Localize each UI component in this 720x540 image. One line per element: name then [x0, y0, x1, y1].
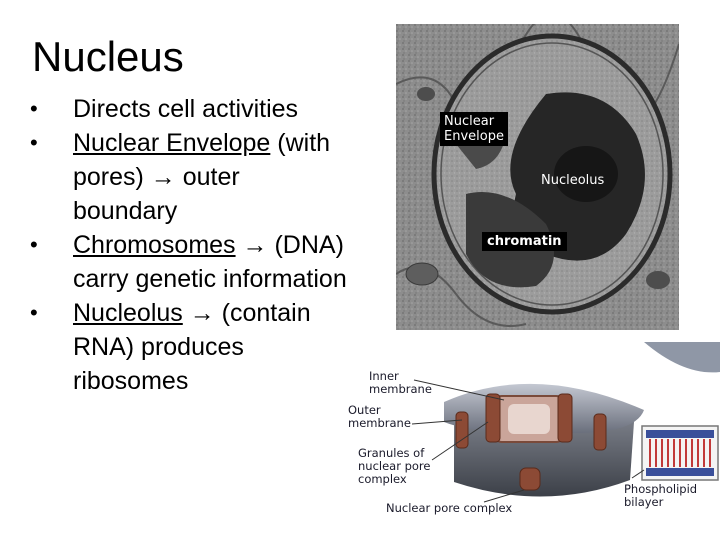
bullet-term: Nucleolus: [73, 299, 183, 327]
micrograph-image: [395, 12, 680, 330]
bullet-dot-icon: •: [30, 300, 38, 325]
bullet-dot-icon: •: [30, 96, 38, 121]
bullet-item: • Nuclear Envelope (with pores) → outer …: [30, 126, 350, 228]
bullet-text: → (DNA) carry genetic information: [73, 231, 347, 293]
bullet-item: • Chromosomes → (DNA) carry genetic info…: [30, 228, 350, 296]
bullet-item: • Nucleolus → (contain RNA) produces rib…: [30, 296, 350, 398]
nucleolus-label: Nucleolus: [541, 173, 605, 188]
outer-membrane-label: Outer membrane: [348, 403, 411, 430]
bullet-list: • Directs cell activities • Nuclear Enve…: [30, 92, 350, 398]
granules-label: Granules of nuclear pore complex: [358, 446, 431, 486]
phospholipid-bilayer-label: Phospholipid bilayer: [624, 482, 698, 509]
bullet-item: • Directs cell activities: [30, 92, 350, 126]
bullet-text: → (contain RNA) produces ribosomes: [73, 299, 311, 395]
bullet-term: Nuclear Envelope: [73, 129, 271, 157]
nuclear-pore-diagram: Inner membrane Outer membrane Granules o…: [344, 342, 720, 520]
bullet-text: Directs cell activities: [73, 95, 299, 123]
nucleus-micrograph: Nuclear Envelope Nucleolus chromatin: [395, 12, 680, 330]
bullet-text: (with pores) → outer boundary: [73, 129, 331, 225]
chromatin-label: chromatin: [482, 232, 567, 251]
bullet-dot-icon: •: [30, 130, 38, 155]
bullet-term: Chromosomes: [73, 231, 236, 259]
nuclear-envelope-label: Nuclear Envelope: [440, 112, 508, 146]
inner-membrane-label: Inner membrane: [369, 369, 432, 396]
nuclear-pore-illustration: [411, 342, 720, 503]
bullet-dot-icon: •: [30, 232, 38, 257]
nuclear-pore-complex-label: Nuclear pore complex: [386, 501, 513, 515]
slide-title: Nucleus: [32, 33, 184, 80]
